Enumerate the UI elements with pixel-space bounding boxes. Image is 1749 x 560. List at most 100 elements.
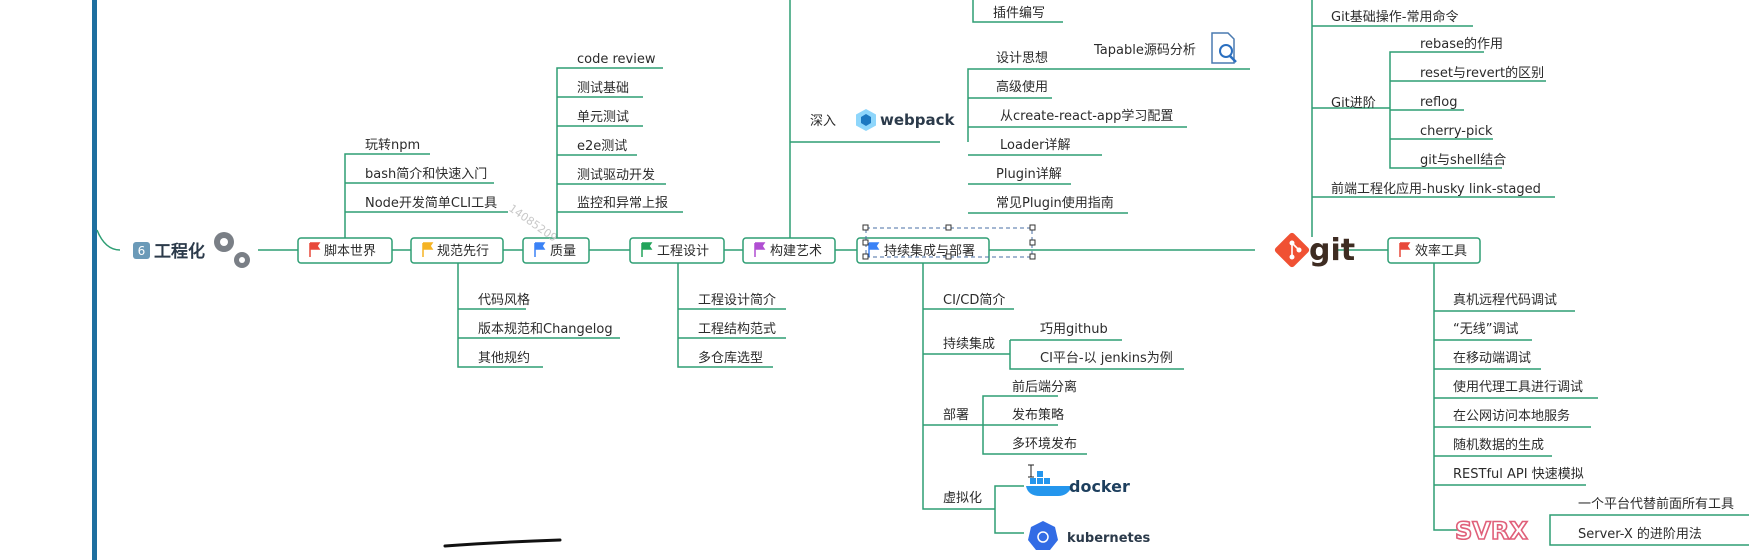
docker-text: docker	[1069, 477, 1130, 496]
kubernetes-icon	[1028, 521, 1058, 550]
branch-guifan: 代码风格 版本规范和Changelog 其他规约	[457, 263, 620, 368]
topic-wireless-debug[interactable]: “无线”调试	[1453, 322, 1518, 337]
topic-plugin-writing[interactable]: 插件编写	[993, 6, 1045, 21]
node-xiaolv[interactable]: 效率工具	[1387, 237, 1481, 264]
topic-husky[interactable]: 前端工程化应用-husky link-staged	[1331, 181, 1541, 197]
topic-tdd[interactable]: 测试驱动开发	[577, 167, 655, 183]
topic-proxy-debug[interactable]: 使用代理工具进行调试	[1453, 379, 1583, 395]
yellow-flag-icon	[422, 242, 434, 257]
topic-restful-mock[interactable]: RESTful API 快速模拟	[1453, 467, 1584, 482]
node-label: 质量	[550, 244, 576, 259]
node-gongcheng[interactable]: 工程设计	[629, 237, 725, 264]
label-virtualization[interactable]: 虚拟化	[943, 491, 982, 506]
node-zhiliang[interactable]: 质量	[522, 237, 590, 264]
central-topic[interactable]: 6 工程化	[133, 232, 250, 268]
selection-frame[interactable]	[862, 224, 1036, 260]
topic-fe-be-separation[interactable]: 前后端分离	[1012, 379, 1077, 395]
left-border-bar	[92, 0, 97, 560]
red-flag-icon	[309, 242, 321, 257]
central-title: 工程化	[154, 241, 205, 262]
topic-other-rules[interactable]: 其他规约	[478, 351, 530, 366]
branch-jiaoben: 玩转npm bash简介和快速入门 Node开发简单CLI工具	[344, 138, 508, 238]
topic-remote-debug[interactable]: 真机远程代码调试	[1453, 293, 1557, 308]
branch-git: Git基础操作-常用命令 Git进阶 rebase的作用 reset与rever…	[1311, 0, 1555, 237]
svrx-logo: SVRX	[1454, 516, 1529, 546]
topic-common-plugins[interactable]: 常见Plugin使用指南	[996, 195, 1114, 211]
topic-monitoring[interactable]: 监控和异常上报	[577, 196, 668, 211]
topic-tapable[interactable]: Tapable源码分析	[1093, 43, 1196, 58]
kubernetes-logo: kubernetes	[1028, 521, 1151, 550]
topic-rebase[interactable]: rebase的作用	[1420, 36, 1503, 52]
branch-gongcheng: 工程设计简介 工程结构范式 多仓库选型	[677, 263, 786, 368]
webpack-logo: webpack	[856, 109, 956, 131]
webpack-text: webpack	[880, 111, 956, 129]
topic-svrx-advanced[interactable]: Server-X 的进阶用法	[1578, 526, 1702, 542]
topic-bash[interactable]: bash简介和快速入门	[365, 166, 487, 182]
green-flag-icon	[641, 242, 653, 257]
branch-chixu: CI/CD简介 持续集成 巧用github CI平台-以 jenkins为例 部…	[922, 263, 1184, 550]
node-label: 持续集成与部署	[884, 243, 975, 259]
pen-stroke	[443, 538, 562, 548]
label-deploy[interactable]: 部署	[943, 408, 969, 423]
section-badge-number: 6	[138, 244, 146, 258]
topic-multi-env[interactable]: 多环境发布	[1012, 436, 1077, 452]
node-label: 构建艺术	[770, 244, 822, 259]
topic-advanced-usage[interactable]: 高级使用	[996, 79, 1048, 95]
topic-plugin[interactable]: Plugin详解	[996, 167, 1062, 182]
red-flag-icon	[1399, 242, 1411, 257]
node-label: 效率工具	[1415, 243, 1467, 259]
git-logo-text: git	[1309, 233, 1355, 268]
node-guifan[interactable]: 规范先行	[410, 237, 504, 264]
topic-loader[interactable]: Loader详解	[1000, 138, 1071, 153]
label-deep[interactable]: 深入	[810, 114, 836, 129]
kubernetes-text: kubernetes	[1067, 531, 1151, 546]
node-jiaoben[interactable]: 脚本世界	[297, 237, 393, 264]
branch-goujian: 插件编写 深入 webpack 设计思想 高级使用 从create-react-…	[789, 0, 1250, 238]
branch-zhiliang: code review 测试基础 单元测试 e2e测试 测试驱动开发 监控和异常…	[556, 52, 683, 238]
topic-cra-config[interactable]: 从create-react-app学习配置	[1000, 108, 1173, 124]
topic-monorepo[interactable]: 多仓库选型	[698, 350, 763, 366]
section-badge	[133, 242, 150, 259]
topic-node-cli[interactable]: Node开发简单CLI工具	[365, 195, 497, 211]
topic-reset-revert[interactable]: reset与revert的区别	[1420, 65, 1544, 81]
topic-version-changelog[interactable]: 版本规范和Changelog	[478, 322, 613, 337]
topic-unit-test[interactable]: 单元测试	[577, 110, 629, 125]
topic-eng-design-intro[interactable]: 工程设计简介	[698, 292, 776, 308]
topic-git-shell[interactable]: git与shell结合	[1420, 153, 1506, 168]
branch-xiaolv: 真机远程代码调试 “无线”调试 在移动端调试 使用代理工具进行调试 在公网访问本…	[1433, 263, 1749, 546]
topic-cherry-pick[interactable]: cherry-pick	[1420, 124, 1493, 139]
topic-design-idea[interactable]: 设计思想	[996, 50, 1048, 66]
blue-flag-icon	[534, 242, 546, 257]
topic-e2e-test[interactable]: e2e测试	[577, 139, 627, 154]
topic-test-basics[interactable]: 测试基础	[577, 81, 629, 96]
node-label: 规范先行	[437, 244, 489, 259]
topic-reflog[interactable]: reflog	[1420, 95, 1457, 110]
topic-cicd-intro[interactable]: CI/CD简介	[943, 292, 1005, 308]
node-label: 工程设计	[657, 244, 709, 259]
docker-icon	[1026, 486, 1072, 496]
topic-public-access[interactable]: 在公网访问本地服务	[1453, 408, 1570, 424]
topic-svrx-replace[interactable]: 一个平台代替前面所有工具	[1578, 496, 1734, 512]
topic-mobile-debug[interactable]: 在移动端调试	[1453, 351, 1531, 366]
topic-code-style[interactable]: 代码风格	[478, 292, 530, 308]
topic-eng-structure[interactable]: 工程结构范式	[698, 322, 776, 337]
node-goujian[interactable]: 构建艺术	[742, 237, 836, 264]
topic-github[interactable]: 巧用github	[1040, 322, 1108, 337]
topic-release-strategy[interactable]: 发布策略	[1012, 407, 1064, 423]
docker-logo: docker	[1026, 471, 1130, 496]
document-search-icon	[1211, 32, 1237, 64]
topic-git-basic[interactable]: Git基础操作-常用命令	[1331, 9, 1458, 25]
purple-flag-icon	[754, 242, 766, 257]
topic-random-data[interactable]: 随机数据的生成	[1453, 437, 1544, 453]
node-label: 脚本世界	[324, 243, 376, 259]
blue-flag-icon	[868, 242, 880, 257]
topic-jenkins[interactable]: CI平台-以 jenkins为例	[1040, 351, 1173, 366]
central-connector	[96, 229, 121, 251]
git-logo: git	[1274, 232, 1355, 268]
topic-npm[interactable]: 玩转npm	[365, 138, 420, 153]
node-chixu[interactable]: 持续集成与部署	[856, 237, 990, 264]
label-git-advanced[interactable]: Git进阶	[1331, 96, 1376, 111]
topic-code-review[interactable]: code review	[577, 52, 656, 67]
label-ci[interactable]: 持续集成	[943, 336, 995, 352]
